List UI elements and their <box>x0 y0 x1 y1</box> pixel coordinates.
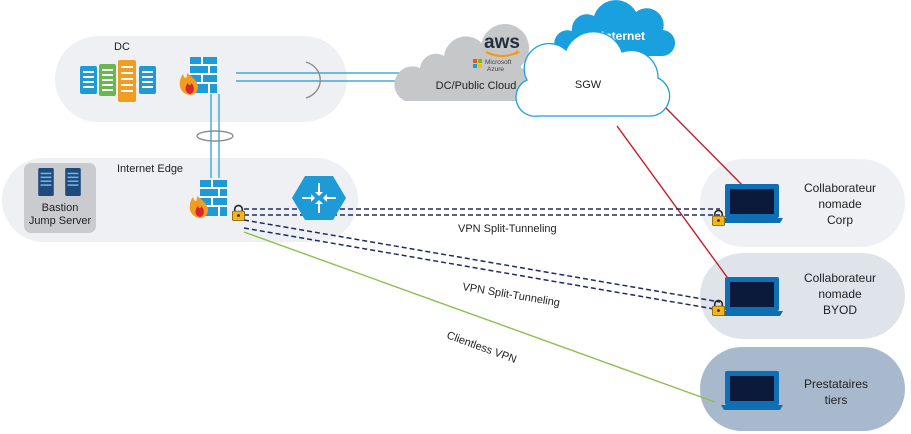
user-byod-zone <box>700 253 905 339</box>
clientless-label: Clientless VPN <box>445 330 518 366</box>
vpn-byod-label: VPN Split-Tunneling <box>462 281 561 309</box>
dc-public-cloud: aws Microsoft Azure DC/Public Cloud <box>394 24 533 101</box>
sgw-cloud: SGW <box>515 31 671 117</box>
corp-label-line1: Collaborateur <box>804 181 876 195</box>
dc-public-cloud-label: DC/Public Cloud <box>436 80 517 92</box>
ms-label-line2: Azure <box>487 66 504 73</box>
third-party-laptop-icon <box>721 371 783 410</box>
bastion-label-line2: Jump Server <box>29 215 92 227</box>
bastion-label-line1: Bastion <box>42 202 79 214</box>
byod-label-line3: BYOD <box>823 303 857 317</box>
dc-to-cloud-link <box>236 61 426 99</box>
bastion-server-icon <box>65 168 81 196</box>
microsoft-logo-icon <box>473 59 482 68</box>
bastion-server-icon <box>38 168 54 196</box>
third-party-label-line2: tiers <box>825 393 848 407</box>
user-corp-zone <box>700 159 905 247</box>
router-icon <box>292 176 346 220</box>
sgw-label: SGW <box>575 79 602 91</box>
internet-edge-label: Internet Edge <box>117 163 183 175</box>
byod-label-line1: Collaborateur <box>804 271 876 285</box>
ms-label-line1: Microsoft <box>485 59 512 66</box>
third-party-label-line1: Prestataires <box>804 377 868 391</box>
corp-label-line3: Corp <box>827 213 853 227</box>
dc-servers <box>80 60 156 102</box>
sgw-red-links <box>616 107 753 289</box>
byod-label-line2: nomade <box>818 287 862 301</box>
vpn-byod-link <box>243 219 721 311</box>
dc-to-edge-link <box>196 94 234 178</box>
aws-smile-icon <box>485 51 519 58</box>
clientless-link <box>243 231 716 403</box>
corp-laptop-icon <box>721 184 783 223</box>
vpn-corp-link <box>244 208 720 216</box>
byod-laptop-icon <box>721 277 783 316</box>
corp-label-line2: nomade <box>818 197 862 211</box>
dc-label: DC <box>114 41 130 53</box>
vpn-corp-label: VPN Split-Tunneling <box>458 223 557 235</box>
aws-logo-text: aws <box>484 32 520 53</box>
user-third-zone <box>700 347 905 431</box>
